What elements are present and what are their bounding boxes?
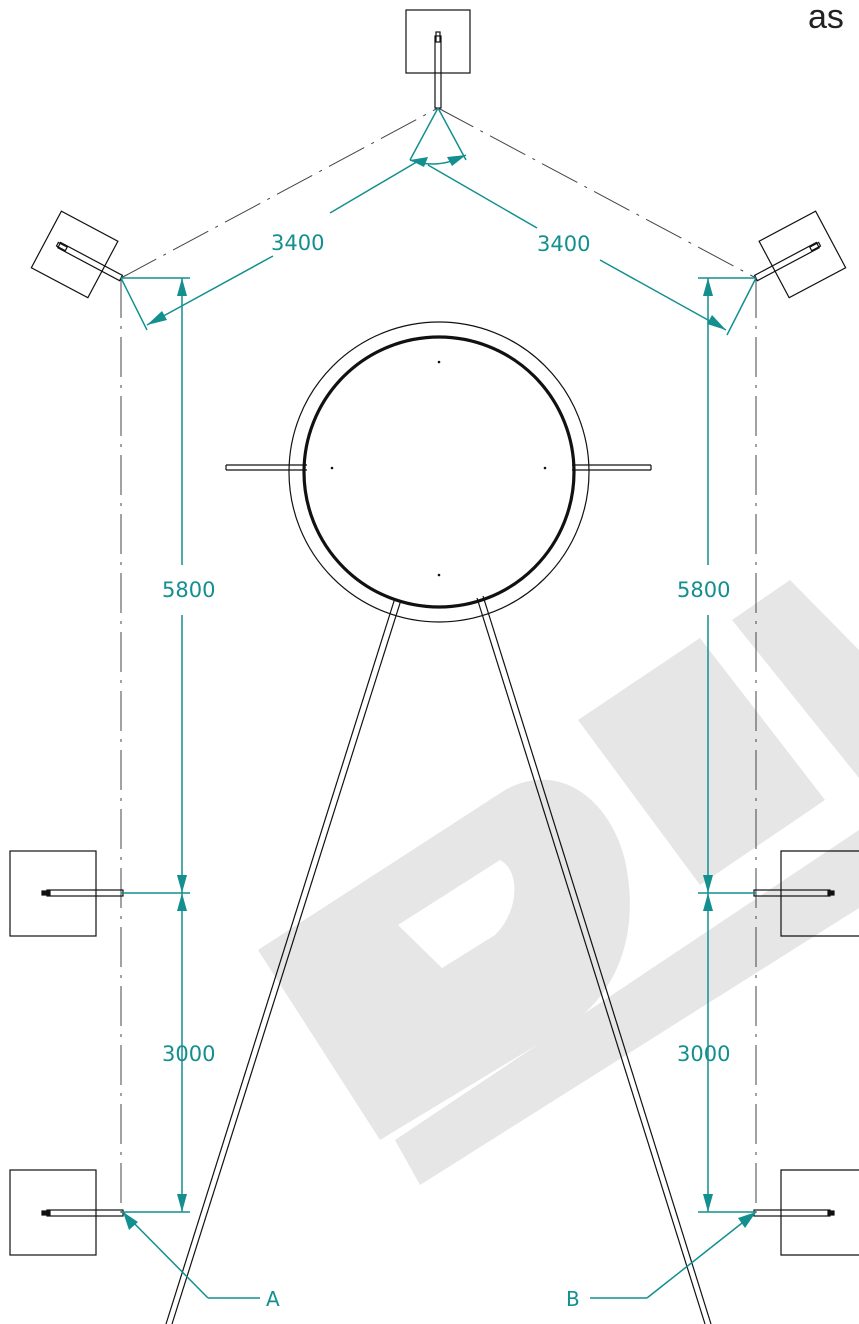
dimension-label-right-upper: 5800 [677,578,730,602]
tank-legs [165,595,712,1324]
construction-lines [120,107,757,1213]
dimension-label-top-right: 3400 [537,232,590,256]
watermark-logo-icon [258,580,859,1185]
dimension-label-right-lower: 3000 [677,1042,730,1066]
central-tank [225,321,652,623]
anchor-block-top [405,9,471,109]
callout-label-b: B [566,1287,580,1311]
anchor-block-right-bottom [753,1169,859,1256]
dimension-arrowheads [123,155,756,1230]
dimension-label-top-left: 3400 [271,231,324,255]
callout-label-a: A [266,1287,280,1311]
dimension-lines [120,107,757,1299]
anchor-block-left-middle [9,850,124,937]
corner-text: as [808,0,844,36]
anchor-block-top-right [753,210,847,299]
dimension-label-left-lower: 3000 [162,1042,215,1066]
anchor-block-top-left [30,210,124,299]
anchor-block-left-bottom [9,1169,124,1256]
dimension-label-left-upper: 5800 [162,578,215,602]
